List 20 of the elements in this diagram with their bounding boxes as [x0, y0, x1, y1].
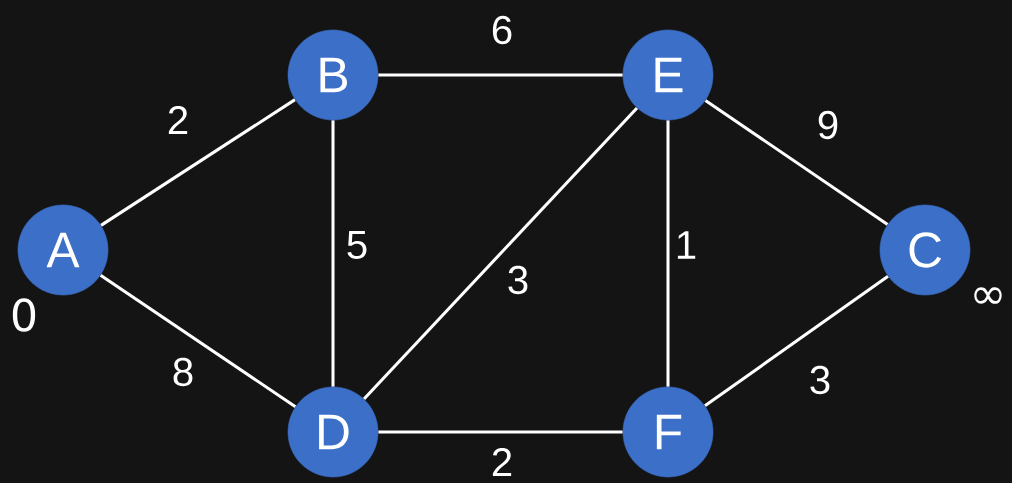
edge-line	[704, 99, 889, 226]
edge-label: 2	[488, 445, 516, 479]
edge-label: 3	[806, 363, 834, 397]
edge-label: 5	[343, 228, 371, 262]
edge-label: 2	[164, 103, 192, 137]
edge-line	[362, 107, 639, 400]
node-value-label: 0	[12, 298, 36, 332]
node-value-label: ∞	[974, 287, 1002, 304]
edge-line	[666, 120, 670, 387]
edge-label: 1	[672, 228, 700, 262]
edge-line	[331, 120, 335, 387]
edge-label: 8	[169, 355, 197, 389]
edge-label: 9	[814, 108, 842, 142]
edge-line	[704, 274, 889, 408]
edge-label: 3	[504, 263, 532, 297]
edge-line	[100, 98, 296, 227]
edge-line	[378, 430, 623, 434]
edge-line	[99, 274, 297, 408]
edge-line	[378, 73, 623, 77]
edge-label: 6	[488, 13, 516, 47]
